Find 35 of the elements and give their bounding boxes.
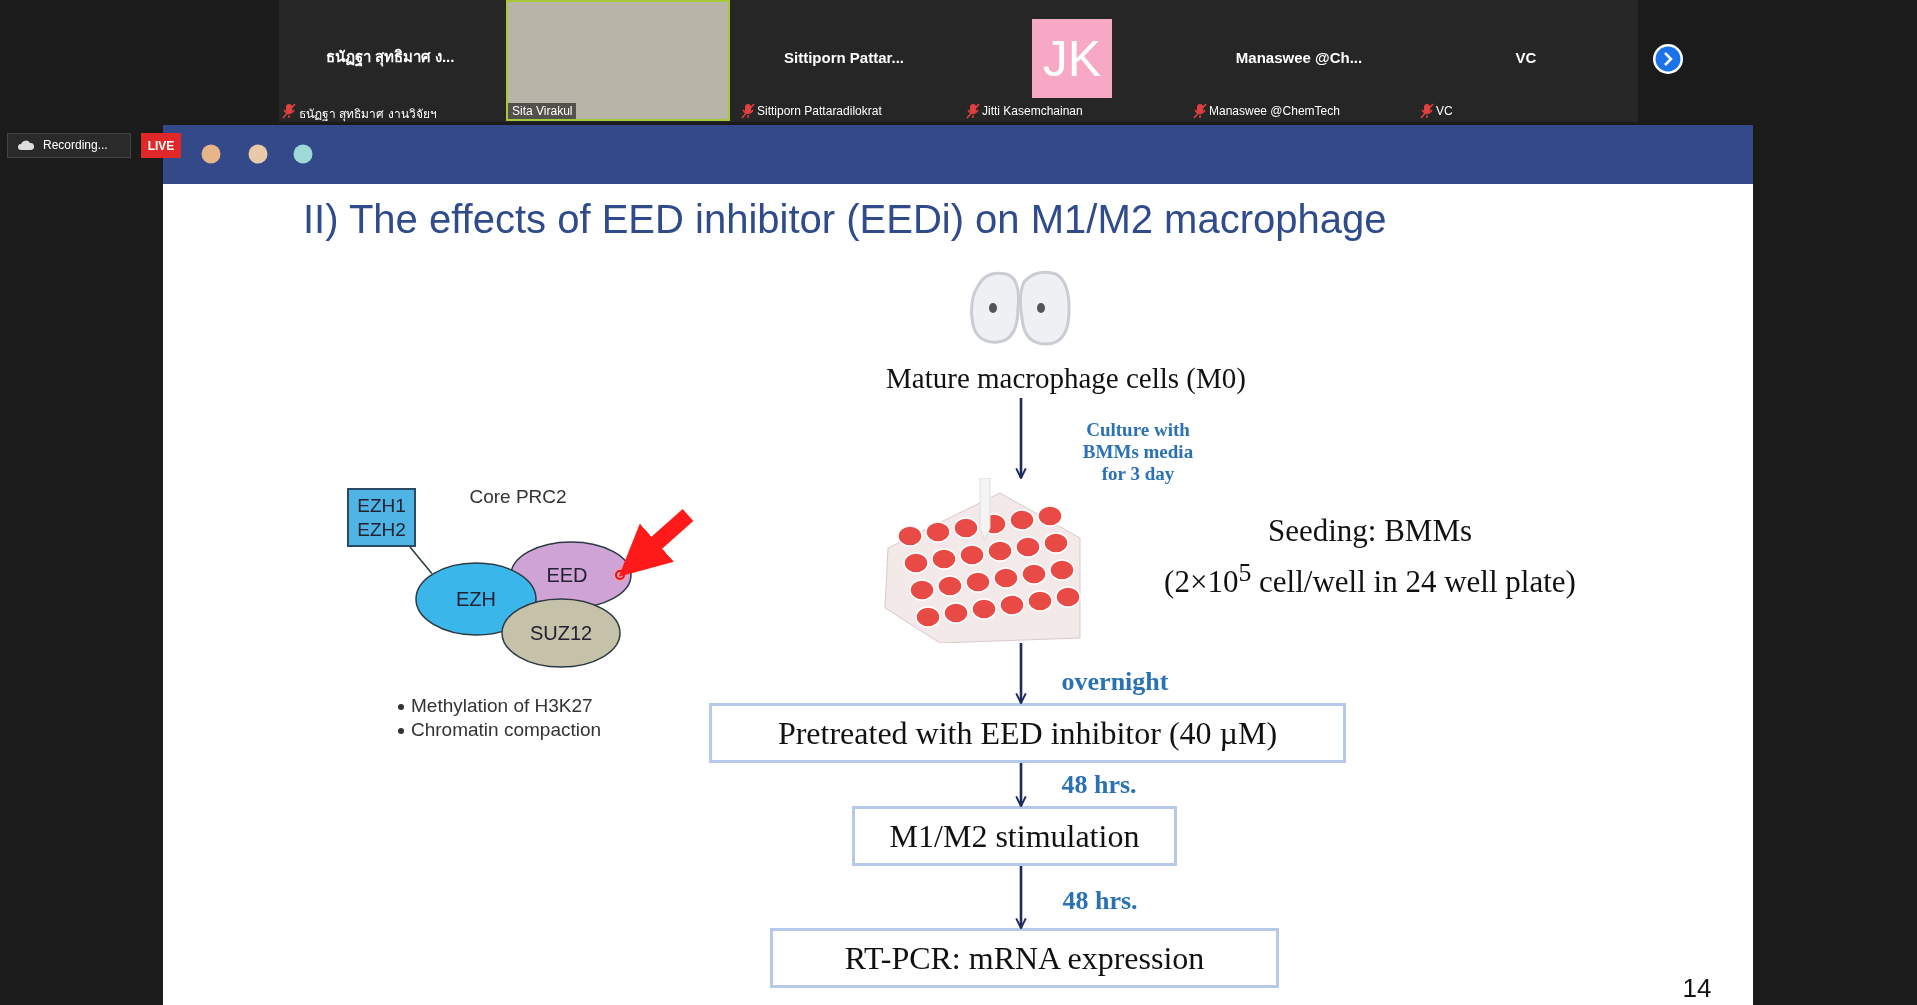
subunit-box: EZH1 EZH2 xyxy=(347,488,416,547)
bullet-text: Chromatin compaction xyxy=(411,719,602,741)
protein-ellipse xyxy=(501,598,621,668)
arrow xyxy=(1015,763,1027,807)
participant-name: Sittiporn Pattar... xyxy=(784,48,904,66)
arrow xyxy=(1015,398,1027,479)
slide-title: II) The effects of EED inhibitor (EEDi) on M1/M2 macrophage xyxy=(303,197,1387,242)
caption-text: (2×10$^{5}$ cell/well in 24 well plate) xyxy=(1163,557,1577,602)
protein-label: EZH xyxy=(456,587,496,611)
page-number: 14 xyxy=(1682,972,1712,1004)
step-text: Mature macrophage cells (M0) xyxy=(866,358,1266,398)
participant-label: ธนัฏฐา สุทธิมาศ งานวิจัยฯ xyxy=(299,106,437,123)
participant-name: Manaswee @Ch... xyxy=(1235,48,1363,66)
participant-label: VC xyxy=(1436,104,1453,118)
diagram-heading: Core PRC2 xyxy=(469,486,567,508)
arrow xyxy=(1015,866,1027,929)
protein-label: EED xyxy=(546,563,588,587)
step-box: RT-PCR: mRNA expression xyxy=(770,928,1279,988)
pointer-arrow xyxy=(618,509,694,577)
arrow xyxy=(1015,643,1027,704)
avatar-initials: JK xyxy=(1032,19,1112,98)
participant-label: Manaswee @ChemTech xyxy=(1209,104,1340,118)
caption-text: Seeding: BMMs xyxy=(1266,512,1474,550)
bullet-text: Methylation of H3K27 xyxy=(411,695,593,717)
participant-name: ธนัฏฐา สุทธิมาศ ง... xyxy=(325,47,455,69)
participant-label: Sita Virakul xyxy=(508,103,577,119)
participant-name: VC xyxy=(1515,48,1537,66)
participant-label: Sittiporn Pattaradilokrat xyxy=(757,104,882,118)
step-box: M1/M2 stimulation xyxy=(852,806,1177,866)
connector-line xyxy=(409,546,433,575)
step-box: Pretreated with EED inhibitor (40 µM) xyxy=(709,703,1346,763)
protein-label: SUZ12 xyxy=(529,621,593,645)
participant-label: Jitti Kasemchainan xyxy=(982,104,1083,118)
live-badge-text: LIVE xyxy=(141,133,181,158)
recording-status: Recording... xyxy=(43,138,108,152)
